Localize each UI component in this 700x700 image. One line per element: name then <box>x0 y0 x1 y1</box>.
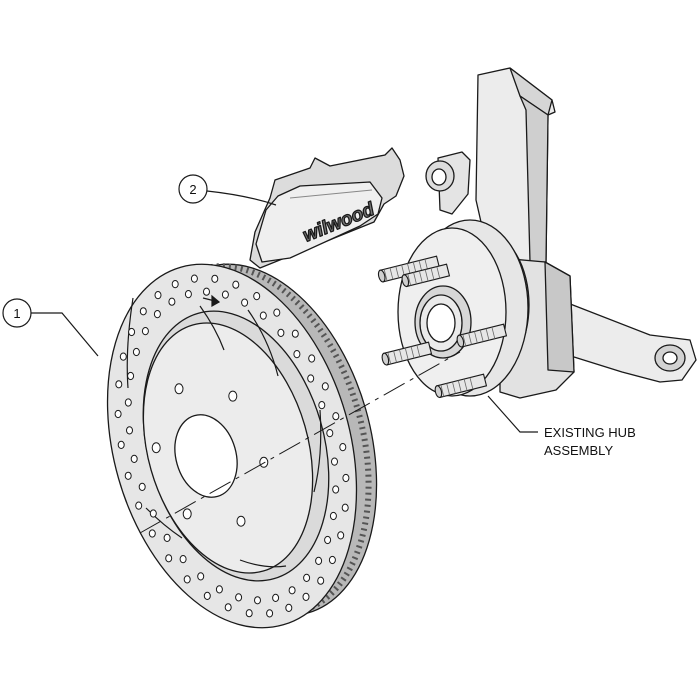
drill-hole <box>138 482 146 491</box>
drill-hole <box>114 409 122 419</box>
drill-hole <box>190 274 198 283</box>
callout-bubble-2 <box>178 174 208 204</box>
drill-hole <box>293 350 301 359</box>
lug-hole <box>236 515 246 527</box>
drill-hole <box>285 603 293 613</box>
drill-hole <box>253 292 261 301</box>
drill-hole <box>308 354 316 363</box>
rotation-arrow-icon <box>202 294 221 308</box>
drill-hole <box>211 274 219 283</box>
drill-hole <box>235 593 243 602</box>
drill-hole <box>127 371 135 381</box>
lug-hole <box>151 442 161 454</box>
drill-hole <box>168 297 176 306</box>
drill-hole <box>149 509 157 518</box>
wheel-stud <box>434 373 488 399</box>
rotor-slots <box>126 297 322 568</box>
existing-hub-assembly <box>397 219 530 397</box>
drill-hole <box>221 290 229 299</box>
drill-hole <box>154 291 162 300</box>
drill-hole <box>332 412 340 421</box>
drill-hole <box>288 586 296 595</box>
drill-hole <box>119 352 127 361</box>
drill-hole <box>126 426 133 435</box>
drill-hole <box>307 374 315 383</box>
drill-hole <box>245 609 253 618</box>
hub-label-line-1: EXISTING HUB <box>544 425 636 440</box>
drill-hole <box>148 529 156 538</box>
drill-hole <box>224 603 232 612</box>
drill-hole <box>342 473 350 483</box>
drill-hole <box>124 471 132 480</box>
drill-hole <box>115 380 123 389</box>
callout-1: 1 <box>2 298 99 357</box>
drill-hole <box>315 556 323 566</box>
drill-hole <box>130 454 138 463</box>
drill-hole <box>128 327 136 337</box>
drill-hole <box>184 290 192 299</box>
wheel-stud <box>401 263 451 288</box>
drill-hole <box>197 572 205 581</box>
drill-hole <box>203 287 210 296</box>
drill-hole <box>337 531 345 540</box>
callout-hub: EXISTING HUB ASSEMBLY <box>487 395 636 458</box>
drill-hole <box>321 382 329 391</box>
drill-hole <box>232 280 240 289</box>
lug-hole <box>228 390 238 402</box>
drill-hole <box>317 576 325 585</box>
drill-hole <box>339 443 347 452</box>
drill-hole <box>117 440 125 449</box>
center-axis-line <box>139 351 461 534</box>
callout-number-2: 2 <box>189 182 196 197</box>
drill-hole <box>291 329 299 338</box>
drill-hole <box>153 310 161 319</box>
drill-hole <box>165 554 173 563</box>
drill-hole <box>273 308 281 317</box>
drill-hole <box>171 280 179 289</box>
wheel-stud <box>381 341 433 366</box>
rotor-drill-holes <box>114 274 350 618</box>
drill-hole <box>329 511 337 521</box>
wheel-stud <box>456 323 508 348</box>
drill-hole <box>215 585 223 594</box>
rotor-lug-holes <box>151 383 269 527</box>
drill-hole <box>179 555 187 564</box>
drill-hole <box>139 307 147 316</box>
drill-hole <box>331 457 338 466</box>
drill-hole <box>132 347 140 357</box>
wheel-stud <box>377 255 441 283</box>
drill-hole <box>326 429 334 438</box>
drill-hole <box>183 575 191 584</box>
lug-hole <box>182 508 192 520</box>
drill-hole <box>254 596 261 605</box>
drill-hole <box>266 609 274 618</box>
drill-hole <box>328 555 336 565</box>
drill-hole <box>324 535 332 545</box>
callout-number-1: 1 <box>13 306 20 321</box>
drill-hole <box>277 328 285 337</box>
lug-hole <box>259 456 269 468</box>
drill-hole <box>141 327 149 336</box>
hub-label-line-2: ASSEMBLY <box>544 443 613 458</box>
drill-hole <box>272 593 280 603</box>
drill-hole <box>135 501 143 510</box>
drill-hole <box>163 533 171 543</box>
drill-hole <box>203 591 211 601</box>
steering-knuckle <box>425 67 697 399</box>
drill-hole <box>241 298 249 307</box>
wheel-studs <box>377 255 508 399</box>
drill-hole <box>341 503 349 512</box>
callout-2: 2 <box>178 174 277 206</box>
drill-hole <box>259 311 267 320</box>
drill-hole <box>124 398 132 407</box>
drill-hole <box>302 592 310 602</box>
drill-hole <box>332 485 340 494</box>
brake-pad: wilwood <box>249 147 405 269</box>
lug-hole <box>174 383 184 395</box>
drill-hole <box>318 401 326 410</box>
drill-hole <box>303 573 311 583</box>
